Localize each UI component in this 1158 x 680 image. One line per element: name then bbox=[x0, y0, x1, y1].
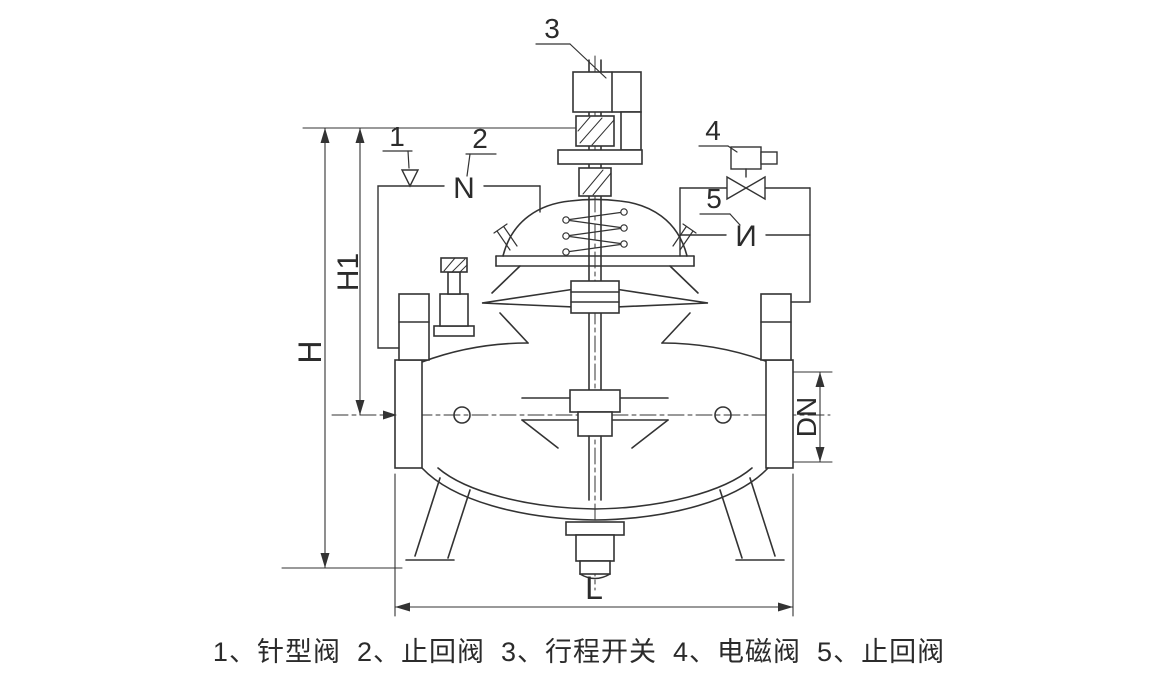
bowl-outer bbox=[421, 467, 769, 521]
dim-label-h: H bbox=[292, 340, 328, 363]
spring bbox=[562, 208, 628, 256]
seat-hub bbox=[569, 389, 621, 413]
stem-collar bbox=[578, 167, 612, 197]
solenoid-valve-icon bbox=[726, 146, 778, 201]
pilot-circuit-left: N bbox=[377, 169, 541, 349]
pilot-circuit-right: И bbox=[679, 146, 811, 303]
pilot-valve bbox=[433, 257, 475, 337]
diaphragm-hub bbox=[570, 280, 620, 314]
right-ear bbox=[760, 293, 792, 361]
travel-switch bbox=[557, 59, 643, 393]
actuator-dome bbox=[493, 198, 697, 267]
legend-item-1: 1、针型阀 bbox=[212, 637, 341, 667]
callout-1: 1 bbox=[389, 121, 405, 152]
check-valve-n-icon: N bbox=[453, 172, 475, 205]
valve-diagram: N И H H1 bbox=[281, 13, 833, 617]
switch-bracket bbox=[620, 111, 642, 151]
left-bolt-hole bbox=[453, 406, 471, 424]
switch-box bbox=[572, 71, 642, 113]
callout-5: 5 bbox=[706, 183, 722, 214]
bowl-inner bbox=[437, 467, 753, 510]
legend-item-2: 2、止回阀 bbox=[356, 637, 485, 667]
centerline-arrow bbox=[383, 410, 397, 420]
legend-item-3: 3、行程开关 bbox=[500, 637, 658, 667]
dim-label-h1: H1 bbox=[332, 253, 365, 291]
diaphragm bbox=[481, 265, 709, 344]
legend: 1、针型阀 2、止回阀 3、行程开关 4、电磁阀 5、止回阀 bbox=[0, 630, 1158, 669]
dimension-l: L bbox=[394, 473, 794, 617]
legend-item-5: 5、止回阀 bbox=[817, 637, 946, 667]
right-flange bbox=[765, 359, 794, 469]
right-bolt-hole bbox=[714, 406, 732, 424]
valve-body bbox=[394, 293, 794, 580]
callout-2: 2 bbox=[472, 123, 488, 154]
callout-3: 3 bbox=[544, 13, 560, 44]
dim-label-l: L bbox=[585, 570, 603, 606]
callout-4: 4 bbox=[705, 115, 721, 146]
right-foot bbox=[719, 477, 785, 561]
dimension-dn: DN bbox=[791, 371, 833, 463]
bottom-boss bbox=[565, 521, 625, 536]
legend-item-4: 4、电磁阀 bbox=[673, 637, 802, 667]
check-valve-i-icon: И bbox=[735, 220, 757, 253]
mount-plate bbox=[557, 149, 643, 165]
left-foot bbox=[405, 477, 471, 561]
callouts: 3 1 2 4 5 bbox=[382, 13, 741, 226]
dimension-h: H bbox=[281, 127, 576, 569]
dimension-h1: H1 bbox=[332, 127, 397, 420]
left-ear bbox=[398, 293, 430, 361]
needle-valve-icon bbox=[400, 169, 420, 188]
left-flange bbox=[394, 359, 423, 469]
dim-label-dn: DN bbox=[791, 397, 822, 437]
